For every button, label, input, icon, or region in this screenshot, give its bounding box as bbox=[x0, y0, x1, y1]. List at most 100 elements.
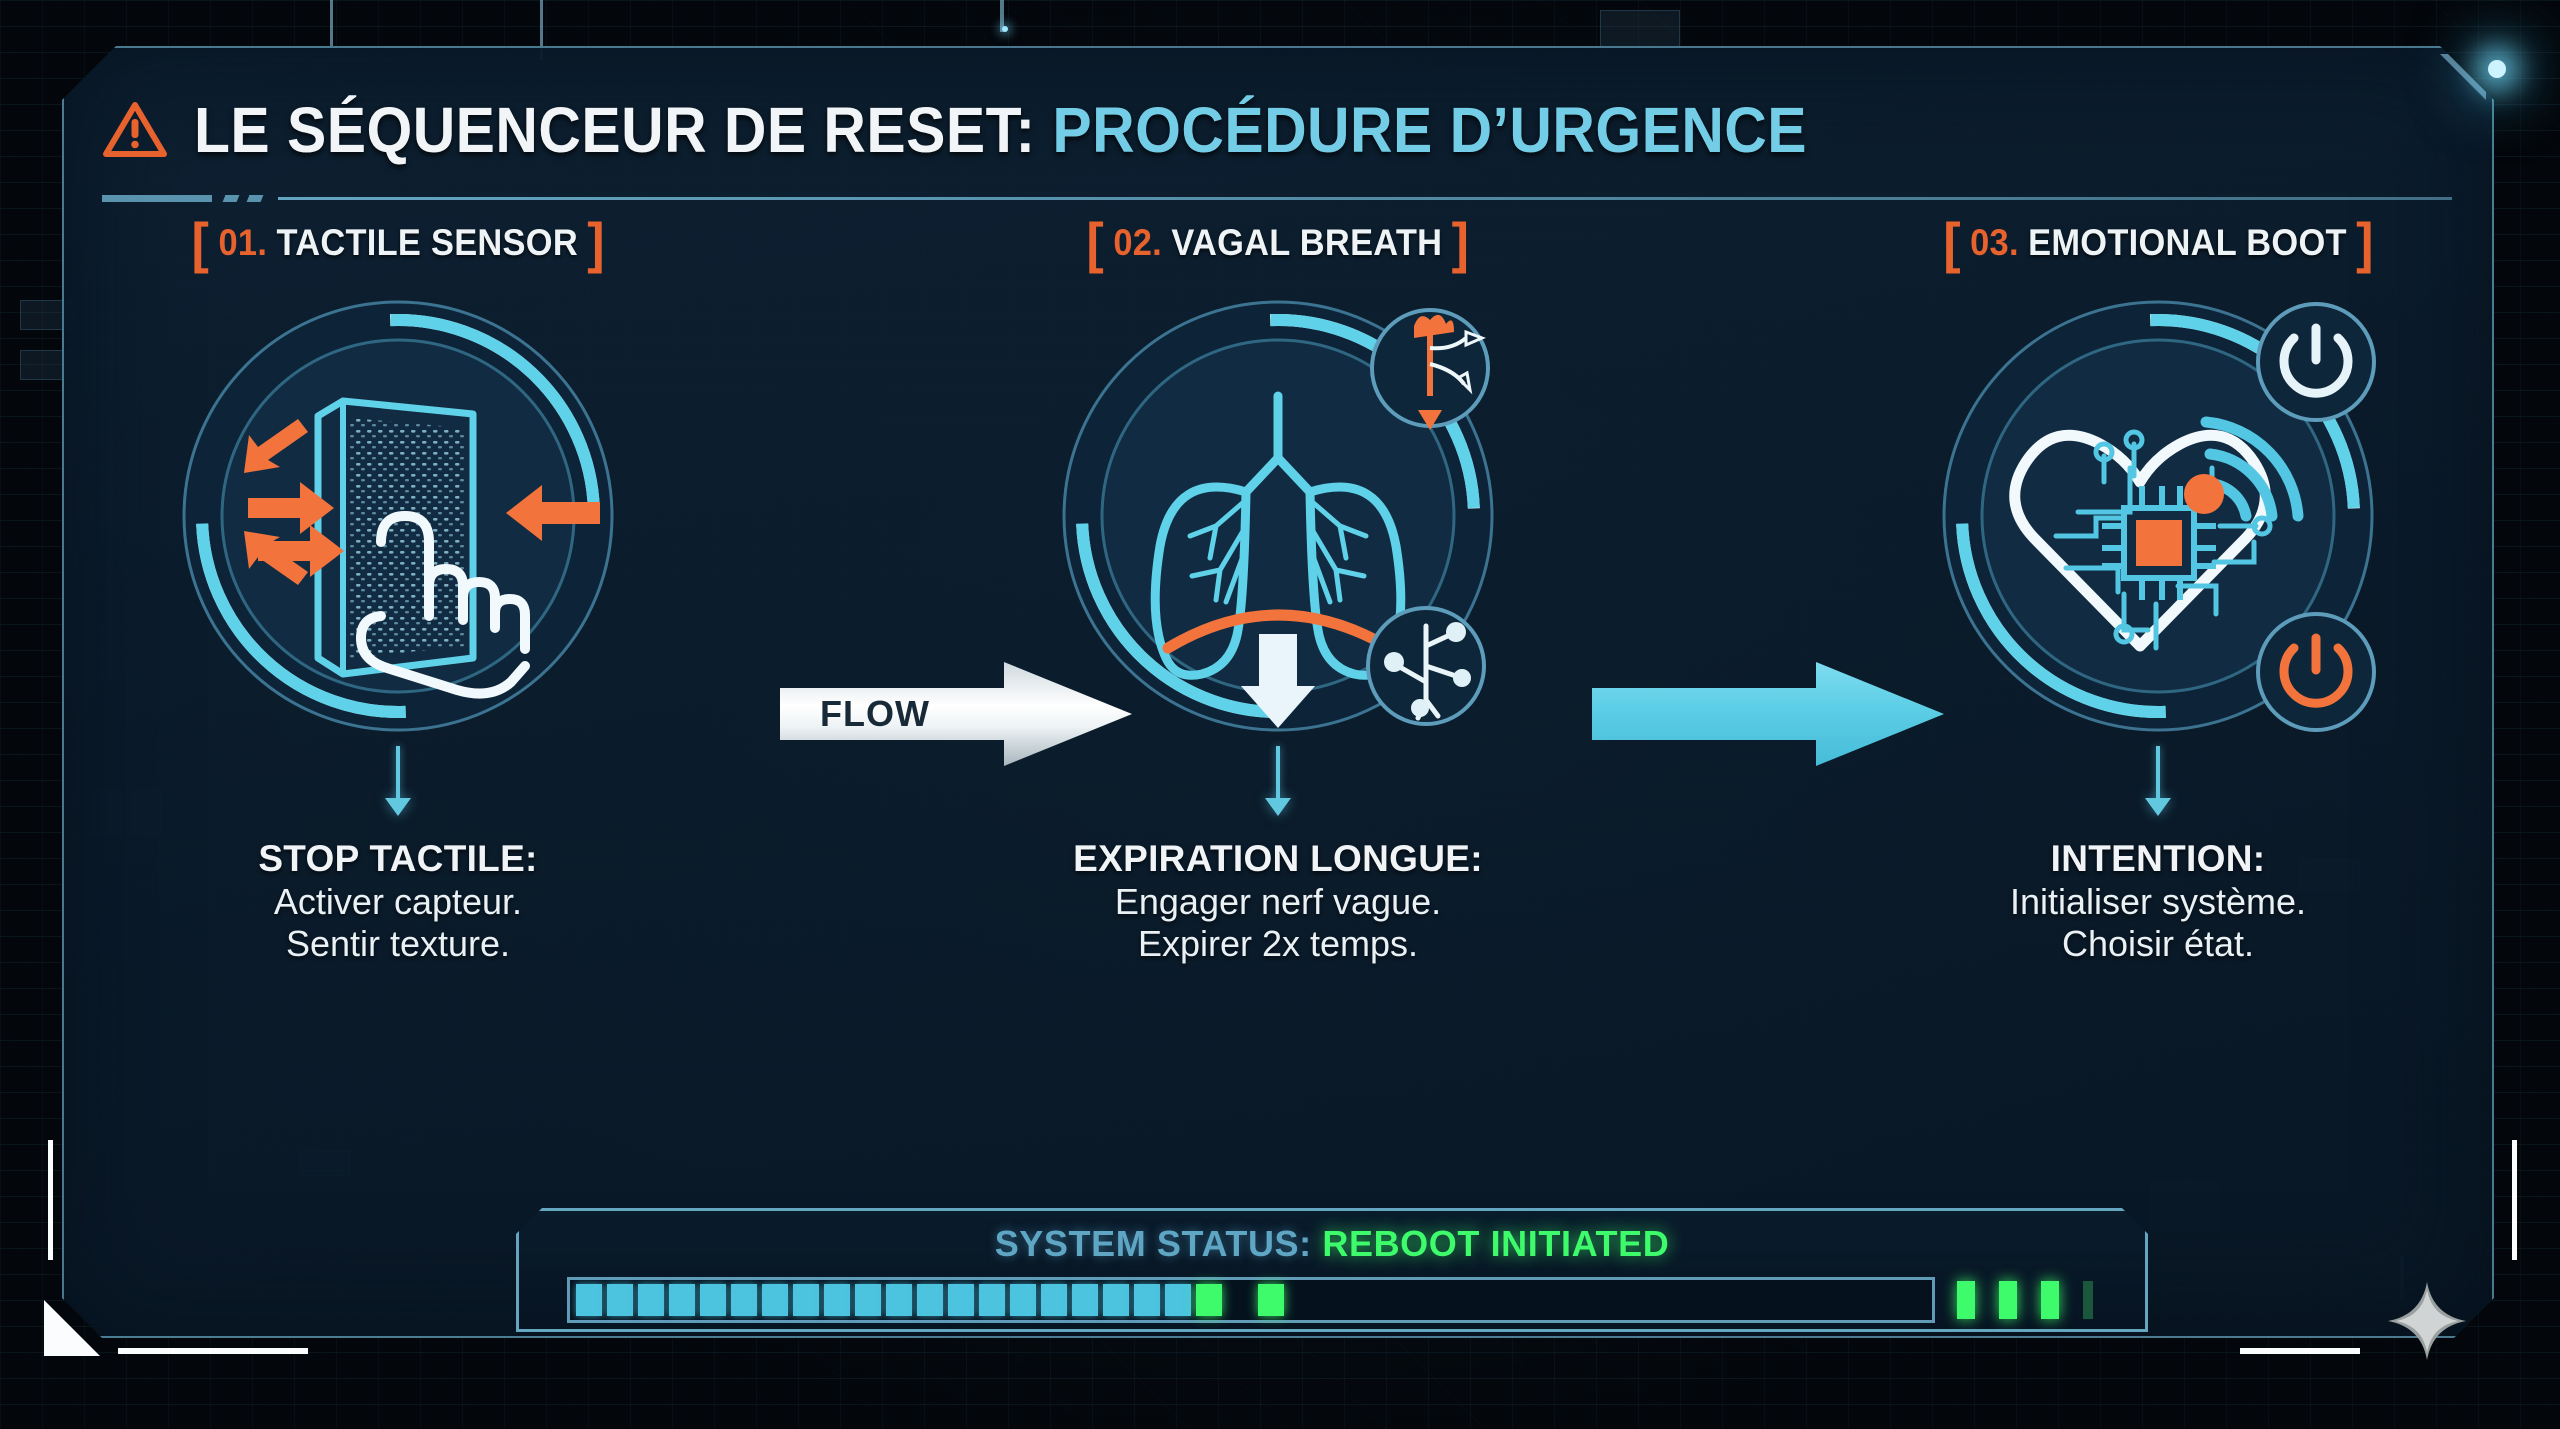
power-button-badge-white bbox=[2258, 304, 2374, 420]
step-caption-3: INTENTION: Initialiser système. Choisir … bbox=[2010, 838, 2306, 964]
progress-segment bbox=[1320, 1284, 1346, 1316]
progress-segment bbox=[824, 1284, 850, 1316]
indicator-dot bbox=[2083, 1281, 2093, 1319]
step-number: 01. bbox=[218, 221, 267, 263]
corner-glow-point bbox=[2488, 60, 2506, 78]
progress-segment bbox=[1599, 1284, 1625, 1316]
progress-segment bbox=[638, 1284, 664, 1316]
corner-wedge-bottom-left bbox=[44, 1300, 100, 1356]
bg-accent-line bbox=[330, 0, 333, 46]
progress-segment bbox=[1134, 1284, 1160, 1316]
progress-segment bbox=[1413, 1284, 1439, 1316]
progress-segment bbox=[1537, 1284, 1563, 1316]
connector-stem bbox=[1276, 746, 1280, 798]
flow-arrow-1: FLOW bbox=[780, 662, 1132, 766]
connector-arrow-icon bbox=[385, 798, 411, 816]
step-caption-1: STOP TACTILE: Activer capteur. Sentir te… bbox=[258, 838, 537, 964]
circuit-heart-icon bbox=[1928, 286, 2388, 746]
progress-segment bbox=[1258, 1284, 1284, 1316]
step-label: EMOTIONAL BOOT bbox=[2027, 221, 2347, 263]
progress-segment bbox=[1289, 1284, 1315, 1316]
progress-segment bbox=[1103, 1284, 1129, 1316]
step-header-1: [ 01. TACTILE SENSOR ] bbox=[191, 220, 604, 266]
caption-heading: INTENTION: bbox=[2050, 837, 2266, 879]
step-number: 03. bbox=[1969, 221, 2019, 263]
caption-line-2: Sentir texture. bbox=[285, 922, 511, 964]
flow-arrow-2 bbox=[1592, 662, 1944, 766]
vagus-nerve-badge bbox=[1372, 310, 1488, 430]
system-status-text: SYSTEM STATUS: REBOOT INITIATED bbox=[519, 1223, 2145, 1265]
corner-bracket-right-vertical bbox=[2512, 1140, 2517, 1260]
indicator-dot bbox=[2041, 1281, 2059, 1319]
progress-segment bbox=[917, 1284, 943, 1316]
progress-segment bbox=[607, 1284, 633, 1316]
step-label: VAGAL BREATH bbox=[1171, 221, 1443, 263]
bg-accent-line bbox=[540, 0, 543, 60]
indicator-dot bbox=[1957, 1281, 1975, 1319]
page-title-accent: PROCÉDURE D’URGENCE bbox=[1052, 94, 1808, 166]
caption-heading: STOP TACTILE: bbox=[258, 837, 538, 879]
status-badge: REBOOT INITIATED bbox=[1322, 1223, 1670, 1264]
flow-arrow-label: FLOW bbox=[820, 693, 930, 734]
caption-line-2: Expirer 2x temps. bbox=[1137, 922, 1419, 964]
connector-stem bbox=[396, 746, 400, 798]
progress-segment bbox=[700, 1284, 726, 1316]
corner-bracket-bottom-right bbox=[2240, 1348, 2360, 1354]
indicator-dot bbox=[1999, 1281, 2017, 1319]
progress-segment bbox=[1010, 1284, 1036, 1316]
bg-accent-line bbox=[1000, 0, 1004, 32]
step-caption-2: EXPIRATION LONGUE: Engager nerf vague. E… bbox=[1073, 838, 1483, 964]
progress-segment bbox=[1475, 1284, 1501, 1316]
indicator-dots bbox=[1957, 1281, 2097, 1319]
progress-segment bbox=[855, 1284, 881, 1316]
progress-segment bbox=[793, 1284, 819, 1316]
warning-triangle-icon bbox=[102, 100, 168, 160]
caption-line-2: Choisir état. bbox=[2061, 922, 2255, 964]
progress-segment bbox=[731, 1284, 757, 1316]
progress-row bbox=[567, 1277, 2097, 1323]
bracket-open-icon: [ bbox=[191, 211, 209, 274]
connector-stem bbox=[2156, 746, 2160, 798]
progress-segment bbox=[1072, 1284, 1098, 1316]
progress-segment bbox=[669, 1284, 695, 1316]
step-label: TACTILE SENSOR bbox=[276, 221, 578, 263]
progress-segment bbox=[1506, 1284, 1532, 1316]
progress-segment bbox=[948, 1284, 974, 1316]
bracket-close-icon: ] bbox=[587, 211, 605, 274]
step-card-2: [ 02. VAGAL BREATH ] bbox=[998, 200, 1558, 964]
page-title-row: LE SÉQUENCEUR DE RESET: PROCÉDURE D’URGE… bbox=[102, 84, 2452, 176]
sparkle-star-icon bbox=[2388, 1282, 2466, 1360]
caption-heading: EXPIRATION LONGUE: bbox=[1073, 837, 1483, 879]
steps-container: [ 01. TACTILE SENSOR ] bbox=[64, 200, 2492, 1200]
progress-segment bbox=[1351, 1284, 1377, 1316]
progress-segment bbox=[1382, 1284, 1408, 1316]
step-card-3: [ 03. EMOTIONAL BOOT ] bbox=[1878, 200, 2438, 964]
progress-segment bbox=[576, 1284, 602, 1316]
progress-bar bbox=[567, 1277, 1935, 1323]
progress-segment bbox=[1041, 1284, 1067, 1316]
lungs-diaphragm-icon bbox=[1048, 286, 1508, 746]
page-title: LE SÉQUENCEUR DE RESET: PROCÉDURE D’URGE… bbox=[194, 93, 1807, 167]
progress-segment bbox=[1661, 1284, 1687, 1316]
neuron-synapse-badge bbox=[1368, 608, 1484, 724]
step-card-1: [ 01. TACTILE SENSOR ] bbox=[118, 200, 678, 964]
connector-arrow-icon bbox=[1265, 798, 1291, 816]
caption-line-1: Engager nerf vague. bbox=[1114, 880, 1442, 922]
progress-segment bbox=[979, 1284, 1005, 1316]
status-label: SYSTEM STATUS: bbox=[994, 1223, 1312, 1264]
step-number: 02. bbox=[1113, 221, 1163, 263]
bracket-close-icon: ] bbox=[1451, 211, 1470, 274]
title-divider bbox=[102, 192, 2452, 202]
progress-segment bbox=[1227, 1284, 1253, 1316]
caption-line-1: Activer capteur. bbox=[273, 880, 523, 922]
progress-segment bbox=[762, 1284, 788, 1316]
progress-segment bbox=[1444, 1284, 1470, 1316]
corner-bracket-bottom-left bbox=[118, 1348, 308, 1354]
progress-segment bbox=[1630, 1284, 1656, 1316]
corner-bracket-left-vertical bbox=[48, 1140, 53, 1260]
bg-chip bbox=[1600, 10, 1680, 50]
bracket-close-icon: ] bbox=[2355, 211, 2374, 274]
bracket-open-icon: [ bbox=[1942, 211, 1961, 274]
caption-line-1: Initialiser système. bbox=[2009, 880, 2307, 922]
connector-arrow-icon bbox=[2145, 798, 2171, 816]
